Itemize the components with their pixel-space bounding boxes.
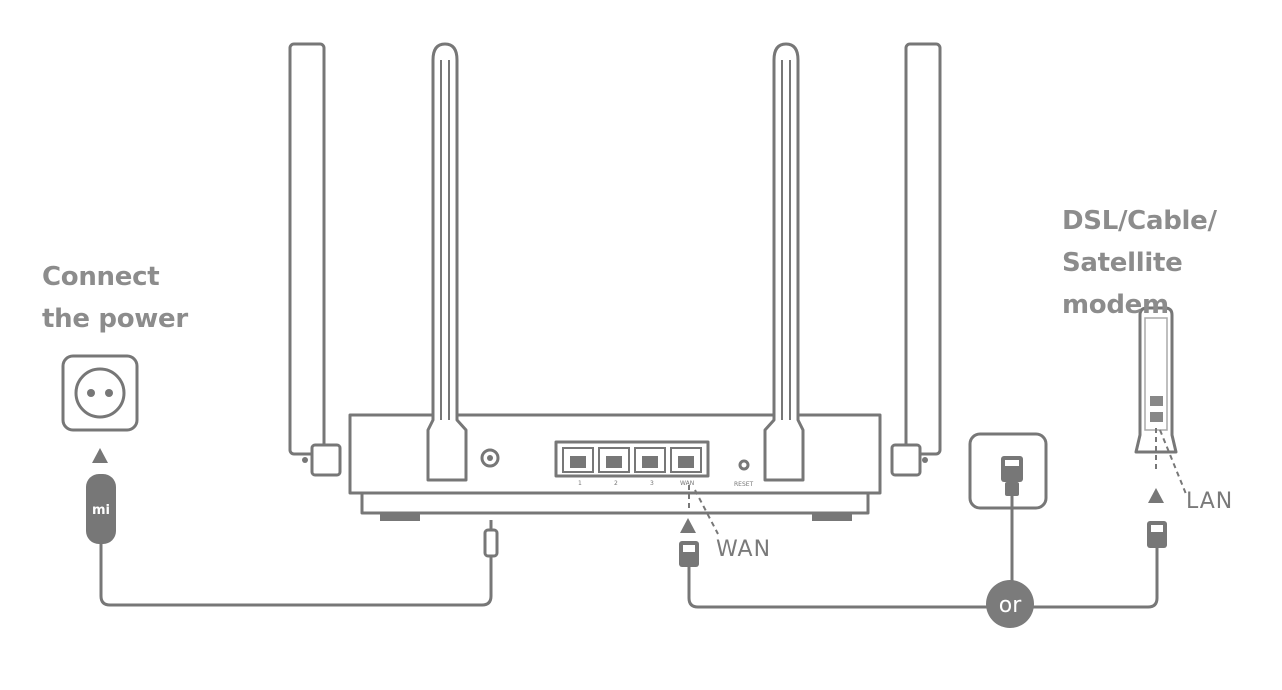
modem-label: DSL/Cable/ Satellite modem (1062, 200, 1282, 326)
port-label-3: 3 (650, 480, 654, 487)
antenna-right-outer (890, 42, 942, 477)
ethernet-plug-lan-icon (1147, 521, 1167, 548)
arrow-up-wan-icon (680, 518, 696, 533)
reset-label: RESET (734, 481, 754, 488)
ethernet-port-1 (562, 447, 594, 473)
power-adapter-icon: mi (86, 474, 116, 544)
adapter-logo: mi (92, 503, 110, 518)
power-label: Connect the power (42, 256, 188, 340)
wan-label: WAN (716, 537, 772, 562)
power-plug-icon (483, 520, 499, 558)
arrow-up-power-icon (92, 448, 108, 463)
power-label-line2: the power (42, 304, 188, 334)
ethernet-port-3 (634, 447, 666, 473)
or-badge (986, 580, 1034, 628)
lan-label-leader (1159, 429, 1187, 495)
power-socket-icon (61, 354, 139, 432)
wall-ethernet-jack-icon (968, 432, 1048, 510)
arrow-up-lan-icon (1148, 488, 1164, 503)
power-cable (99, 542, 493, 607)
power-label-line1: Connect (42, 262, 160, 292)
antenna-left-inner (426, 42, 468, 482)
modem-label-line1: DSL/Cable/ (1062, 206, 1217, 236)
ethernet-cable (687, 546, 1159, 609)
or-label: or (999, 593, 1022, 618)
lan-label: LAN (1186, 489, 1234, 514)
antenna-right-inner (763, 42, 805, 482)
modem-label-line2: Satellite modem (1062, 248, 1183, 320)
modem-icon (1134, 306, 1178, 454)
port-label-1: 1 (578, 480, 582, 487)
ethernet-port-2 (598, 447, 630, 473)
ethernet-plug-wan-icon (679, 541, 699, 567)
ethernet-port-wan (670, 447, 702, 473)
antenna-left-outer (288, 42, 342, 477)
port-label-2: 2 (614, 480, 618, 487)
port-label-wan: WAN (680, 480, 694, 487)
